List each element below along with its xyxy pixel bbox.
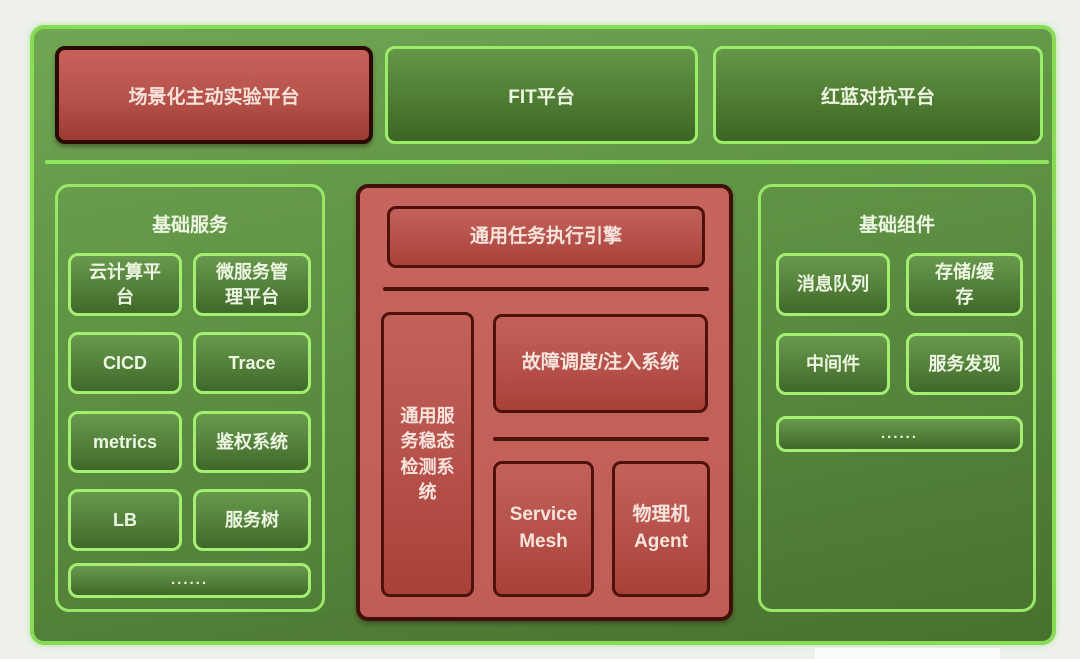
center-divider-top: [383, 287, 709, 291]
physical-agent-label: 物理机 Agent: [632, 504, 690, 552]
service-box-cicd-label: CICD: [103, 352, 147, 373]
top-row-divider: [45, 160, 1049, 164]
basic-services-panel: [55, 184, 325, 612]
service-mesh-box: Service Mesh: [493, 461, 594, 597]
basic-services-more-label: ......: [170, 571, 208, 589]
top-box-scenario-label: 场景化主动实验平台: [128, 86, 300, 108]
fault-injection-box: 故障调度/注入系统: [493, 314, 708, 413]
service-box-trace-label: Trace: [228, 352, 276, 373]
task-engine-box: 通用任务执行引擎: [387, 206, 705, 268]
component-box-middleware-label: 中间件: [806, 353, 860, 374]
basic-components-more-label: ......: [880, 424, 918, 442]
service-box-metrics-label: metrics: [92, 431, 158, 452]
component-box-message-queue-label: 消息队列: [797, 274, 869, 295]
service-box-microservice-mgmt: 微服务管理平台: [193, 253, 311, 316]
top-box-red-blue-label: 红蓝对抗平台: [820, 86, 935, 108]
center-divider-bottom: [493, 437, 709, 441]
physical-agent-box: 物理机 Agent: [612, 461, 710, 597]
service-box-auth-system: 鉴权系统: [193, 411, 311, 473]
basic-services-more-box: ......: [68, 563, 311, 598]
basic-components-title: 基础组件: [858, 214, 935, 236]
basic-components-panel: [758, 184, 1036, 612]
steady-state-detection-box: 通用服务稳态检测系统: [381, 312, 474, 597]
service-box-microservice-mgmt-label: 微服务管理平台: [215, 262, 288, 307]
background-highlight: [815, 648, 1000, 659]
service-box-lb-label: LB: [113, 509, 137, 530]
component-box-message-queue: 消息队列: [776, 253, 890, 316]
service-box-trace: Trace: [193, 332, 311, 394]
task-engine-label: 通用任务执行引擎: [469, 225, 622, 247]
top-box-fit-platform: FIT平台: [385, 46, 698, 144]
service-box-metrics: metrics: [68, 411, 182, 473]
component-box-storage-cache-label: 存储/缓存: [934, 262, 994, 307]
top-box-red-blue-platform: 红蓝对抗平台: [713, 46, 1043, 144]
service-box-lb: LB: [68, 489, 182, 551]
service-box-service-tree-label: 服务树: [225, 509, 279, 530]
component-box-middleware: 中间件: [776, 333, 890, 395]
top-box-fit-label: FIT平台: [508, 86, 575, 108]
fault-injection-label: 故障调度/注入系统: [521, 352, 680, 374]
service-box-cloud-computing: 云计算平台: [68, 253, 182, 316]
top-box-scenario-experiment-platform: 场景化主动实验平台: [55, 46, 373, 144]
service-box-auth-system-label: 鉴权系统: [216, 431, 288, 452]
component-box-storage-cache: 存储/缓存: [906, 253, 1023, 316]
basic-services-title: 基础服务: [151, 214, 228, 236]
service-mesh-label: Service Mesh: [509, 504, 578, 552]
component-box-service-discovery-label: 服务发现: [928, 353, 1001, 374]
service-box-cicd: CICD: [68, 332, 182, 394]
basic-components-more-box: ......: [776, 416, 1023, 452]
service-box-cloud-computing-label: 云计算平台: [88, 262, 161, 307]
component-box-service-discovery: 服务发现: [906, 333, 1023, 395]
steady-state-detection-label: 通用服务稳态检测系统: [400, 406, 455, 502]
service-box-service-tree: 服务树: [193, 489, 311, 551]
